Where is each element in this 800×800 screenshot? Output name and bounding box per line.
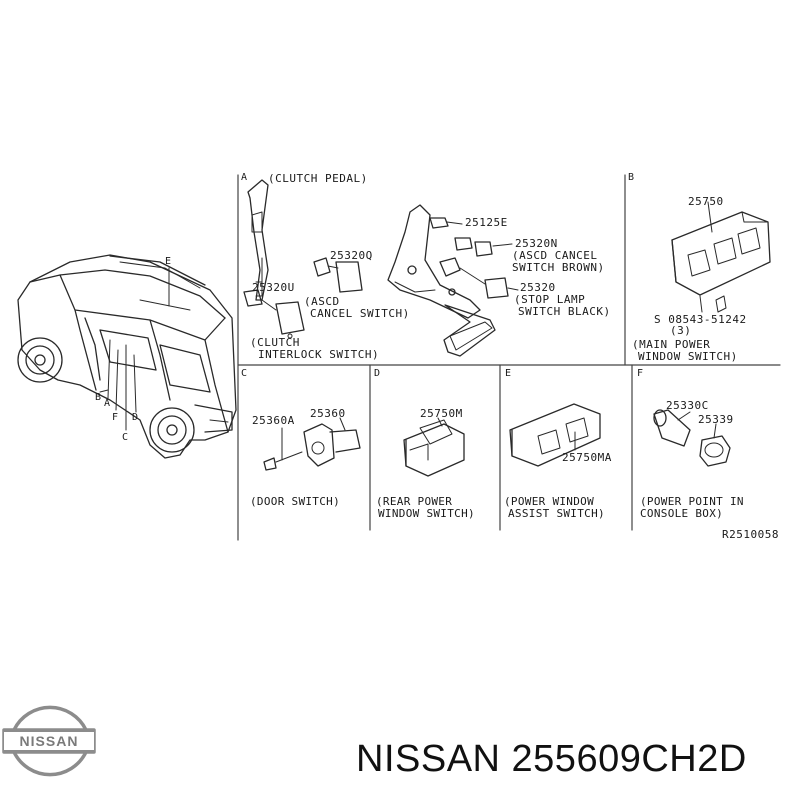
ascd-cancel-desc1: (ASCD: [304, 295, 340, 308]
screw-quantity: (3): [670, 324, 692, 337]
vehicle-callout-f: F: [112, 412, 119, 423]
diagram-reference-code: R2510058: [722, 528, 779, 541]
part-25125e: 25125E: [465, 216, 508, 229]
part-number-label: NISSAN 255609CH2D: [356, 738, 747, 780]
power-point-desc1: (POWER POINT IN: [640, 495, 744, 508]
part-25320q: 25320Q: [330, 249, 373, 262]
vehicle-callout-a: A: [104, 398, 111, 409]
door-switch-caption: (DOOR SWITCH): [250, 495, 340, 508]
part-25750m: 25750M: [420, 407, 463, 420]
ascd-cancel-desc2: CANCEL SWITCH): [310, 307, 410, 320]
panel-letter-d: D: [374, 368, 381, 379]
rear-window-desc2: WINDOW SWITCH): [378, 507, 475, 520]
part-25339: 25339: [698, 413, 734, 426]
rear-window-switch-drawing: [403, 417, 465, 477]
stop-lamp-desc1: (STOP LAMP: [514, 293, 586, 306]
vehicle-callout-e: E: [165, 256, 172, 267]
part-25750: 25750: [688, 195, 724, 208]
part-25320n-desc2: SWITCH BROWN): [512, 261, 605, 274]
vehicle-drawing: [17, 254, 237, 459]
panel-letter-e: E: [505, 368, 512, 379]
part-25360a: 25360A: [252, 414, 295, 427]
part-25360: 25360: [310, 407, 346, 420]
nissan-logo-text: NISSAN: [19, 733, 79, 749]
part-25750ma: 25750MA: [562, 451, 612, 464]
panel-letter-c: C: [241, 368, 248, 379]
panel-letter-b: B: [628, 172, 635, 183]
assist-switch-drawing: [509, 403, 601, 467]
power-point-desc2: CONSOLE BOX): [640, 507, 724, 520]
assist-switch-desc2: ASSIST SWITCH): [508, 507, 605, 520]
assist-switch-desc1: (POWER WINDOW: [504, 495, 594, 508]
part-25320u: 25320U: [252, 281, 295, 294]
clutch-interlock-desc1: (CLUTCH: [250, 336, 300, 349]
door-switch-drawing: [263, 417, 361, 471]
screw-part-number: S 08543-51242: [654, 313, 747, 326]
main-window-desc1: (MAIN POWER: [632, 338, 711, 351]
clutch-pedal-title: (CLUTCH PEDAL): [268, 172, 368, 185]
panel-letter-a: A: [241, 172, 248, 183]
vehicle-callout-c: C: [122, 432, 129, 443]
rear-window-desc1: (REAR POWER: [376, 495, 453, 508]
main-window-switch-drawing: [671, 201, 771, 313]
part-25320: 25320: [520, 281, 556, 294]
power-point-drawing: [653, 409, 731, 467]
main-window-desc2: WINDOW SWITCH): [638, 350, 738, 363]
panel-letter-f: F: [637, 368, 644, 379]
panel-frame: [237, 174, 781, 541]
nissan-logo: NISSAN: [4, 730, 94, 752]
vehicle-callout-d: D: [132, 412, 139, 423]
vehicle-callout-b: B: [95, 392, 102, 403]
clutch-pedal-drawing: [243, 179, 519, 357]
part-25330c: 25330C: [666, 399, 709, 412]
part-25320n-desc1: (ASCD CANCEL: [512, 249, 598, 262]
clutch-interlock-desc2: INTERLOCK SWITCH): [258, 348, 380, 361]
part-25320n: 25320N: [515, 237, 558, 250]
stop-lamp-desc2: SWITCH BLACK): [518, 305, 611, 318]
